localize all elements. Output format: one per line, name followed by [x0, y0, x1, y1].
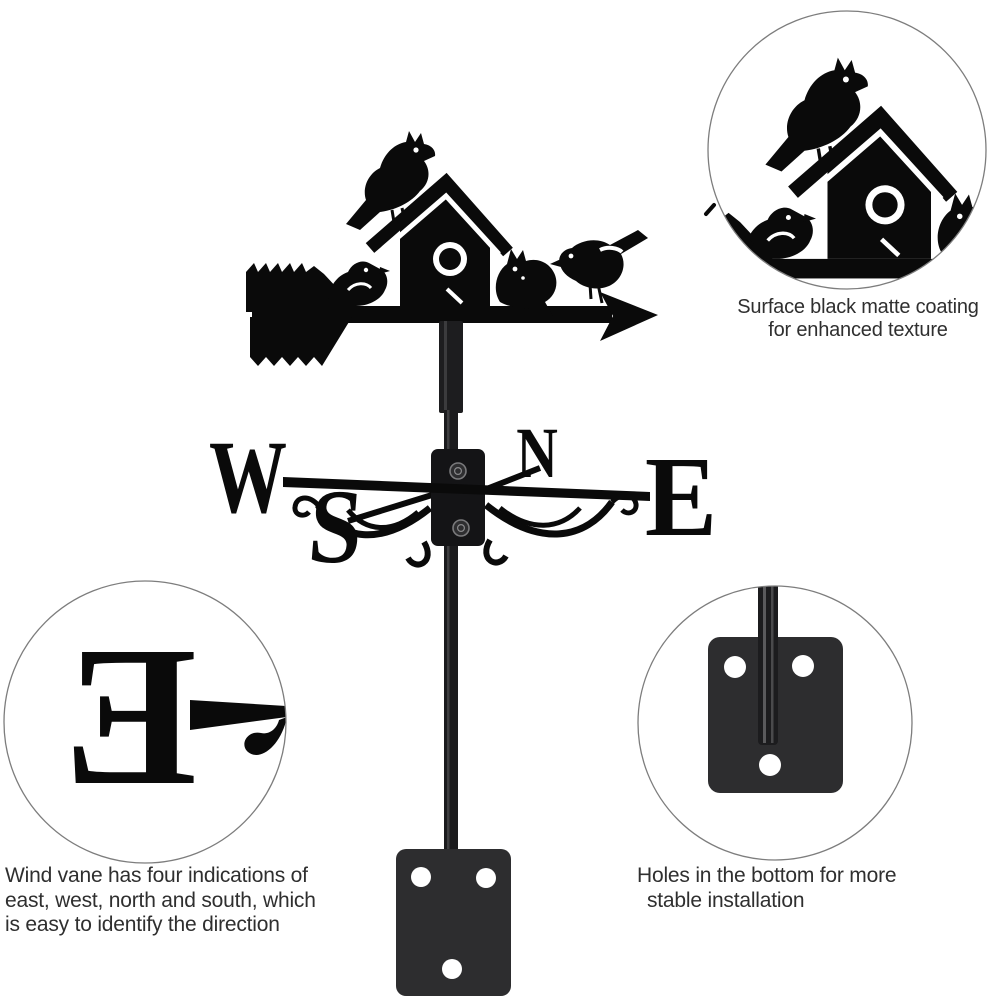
compass-letter-south: S	[305, 468, 367, 586]
compass-letter-north: N	[516, 414, 558, 494]
callout-circle-outline	[637, 585, 913, 861]
zoomed-plate-hole	[724, 656, 746, 678]
letter-rod-arm	[190, 700, 286, 730]
zoomed-plate-hole	[759, 754, 781, 776]
caption-line: Holes in the bottom for more	[637, 864, 897, 887]
compass-rose: W N S E	[209, 414, 717, 585]
caption-line: Wind vane has four indications of	[5, 864, 308, 887]
zoomed-pole	[758, 586, 778, 745]
compass-letter-west: W	[209, 419, 287, 534]
plate-hole	[411, 867, 431, 887]
mounting-plate	[396, 849, 511, 996]
south-rod	[347, 492, 433, 524]
callout-circle-coating	[707, 10, 987, 290]
stray-mark	[704, 203, 716, 216]
weathervane: W N S E	[209, 131, 717, 996]
callout-circle-plate	[637, 585, 913, 861]
caption-line: east, west, north and south, which	[5, 888, 316, 912]
zoomed-plate-hole	[792, 655, 814, 677]
callout-circle-outline	[3, 580, 287, 864]
callout-circle-letter: E	[3, 580, 287, 864]
hub-screw-bottom	[452, 519, 470, 537]
plate-hole	[476, 868, 496, 888]
callout-circle-outline	[707, 10, 987, 290]
plate-hole	[442, 959, 462, 979]
compass-letter-east: E	[645, 435, 717, 561]
caption-mounting-holes: Holes in the bottom for more stable inst…	[637, 864, 937, 913]
letter-rod-scroll	[244, 717, 286, 755]
caption-wind-directions: Wind vane has four indications of east, …	[5, 864, 345, 938]
scrollwork-left	[292, 495, 433, 568]
vane-pole	[439, 321, 463, 855]
caption-line: stable installation	[647, 888, 805, 912]
hub-screw-top	[449, 462, 467, 480]
scrollwork-right	[483, 493, 639, 566]
caption-coating: Surface black matte coating for enhanced…	[712, 296, 1000, 342]
compass-hub	[431, 449, 485, 546]
west-east-rod	[283, 477, 650, 501]
caption-line: Surface black matte coating	[737, 296, 979, 318]
zoomed-direction-letter: E	[64, 606, 197, 827]
caption-line: for enhanced texture	[768, 319, 948, 341]
caption-line: is easy to identify the direction	[5, 913, 280, 936]
